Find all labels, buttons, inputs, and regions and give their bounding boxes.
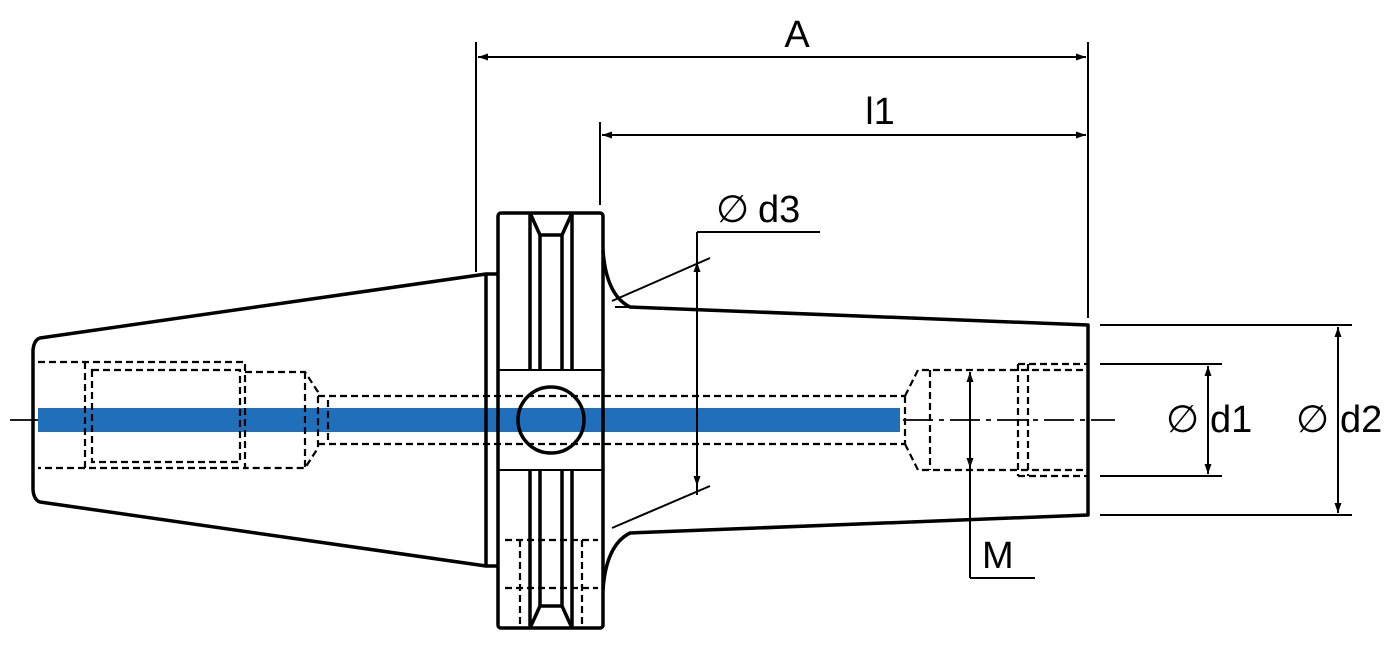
- dimension-d1: ∅ d1: [1100, 363, 1252, 477]
- coolant-channel: [38, 408, 900, 432]
- dimension-d2-label: d2: [1340, 399, 1382, 441]
- dimension-d1-label: d1: [1210, 399, 1252, 441]
- dimension-d1-symbol: ∅: [1166, 399, 1199, 441]
- dimension-M-label: M: [982, 535, 1014, 577]
- dimension-d2: ∅ d2: [1100, 324, 1382, 516]
- drive-slot-hole: [516, 385, 586, 455]
- knob-bore-hidden: [38, 360, 247, 470]
- dimension-A: A: [475, 14, 1089, 318]
- knob-bore-inner-hidden: [83, 362, 242, 468]
- holder-body: [601, 249, 1090, 591]
- dimension-d2-symbol: ∅: [1296, 399, 1329, 441]
- flange: [496, 211, 605, 630]
- dimension-d3: ∅ d3: [611, 189, 820, 529]
- dimension-l1: l1: [599, 91, 1086, 205]
- taper-shank: [31, 272, 488, 568]
- dimension-M: M: [966, 372, 1035, 579]
- knob-thread-hidden: [245, 370, 320, 470]
- dimension-A-label: A: [784, 14, 810, 56]
- collet-bore-hidden: [903, 362, 1088, 478]
- taper-front-edge: [486, 272, 498, 568]
- dimension-d3-label: d3: [758, 189, 800, 231]
- dimension-l1-label: l1: [865, 91, 895, 133]
- dimension-d3-symbol: ∅: [716, 189, 749, 231]
- coolant-bore-hidden: [318, 394, 905, 446]
